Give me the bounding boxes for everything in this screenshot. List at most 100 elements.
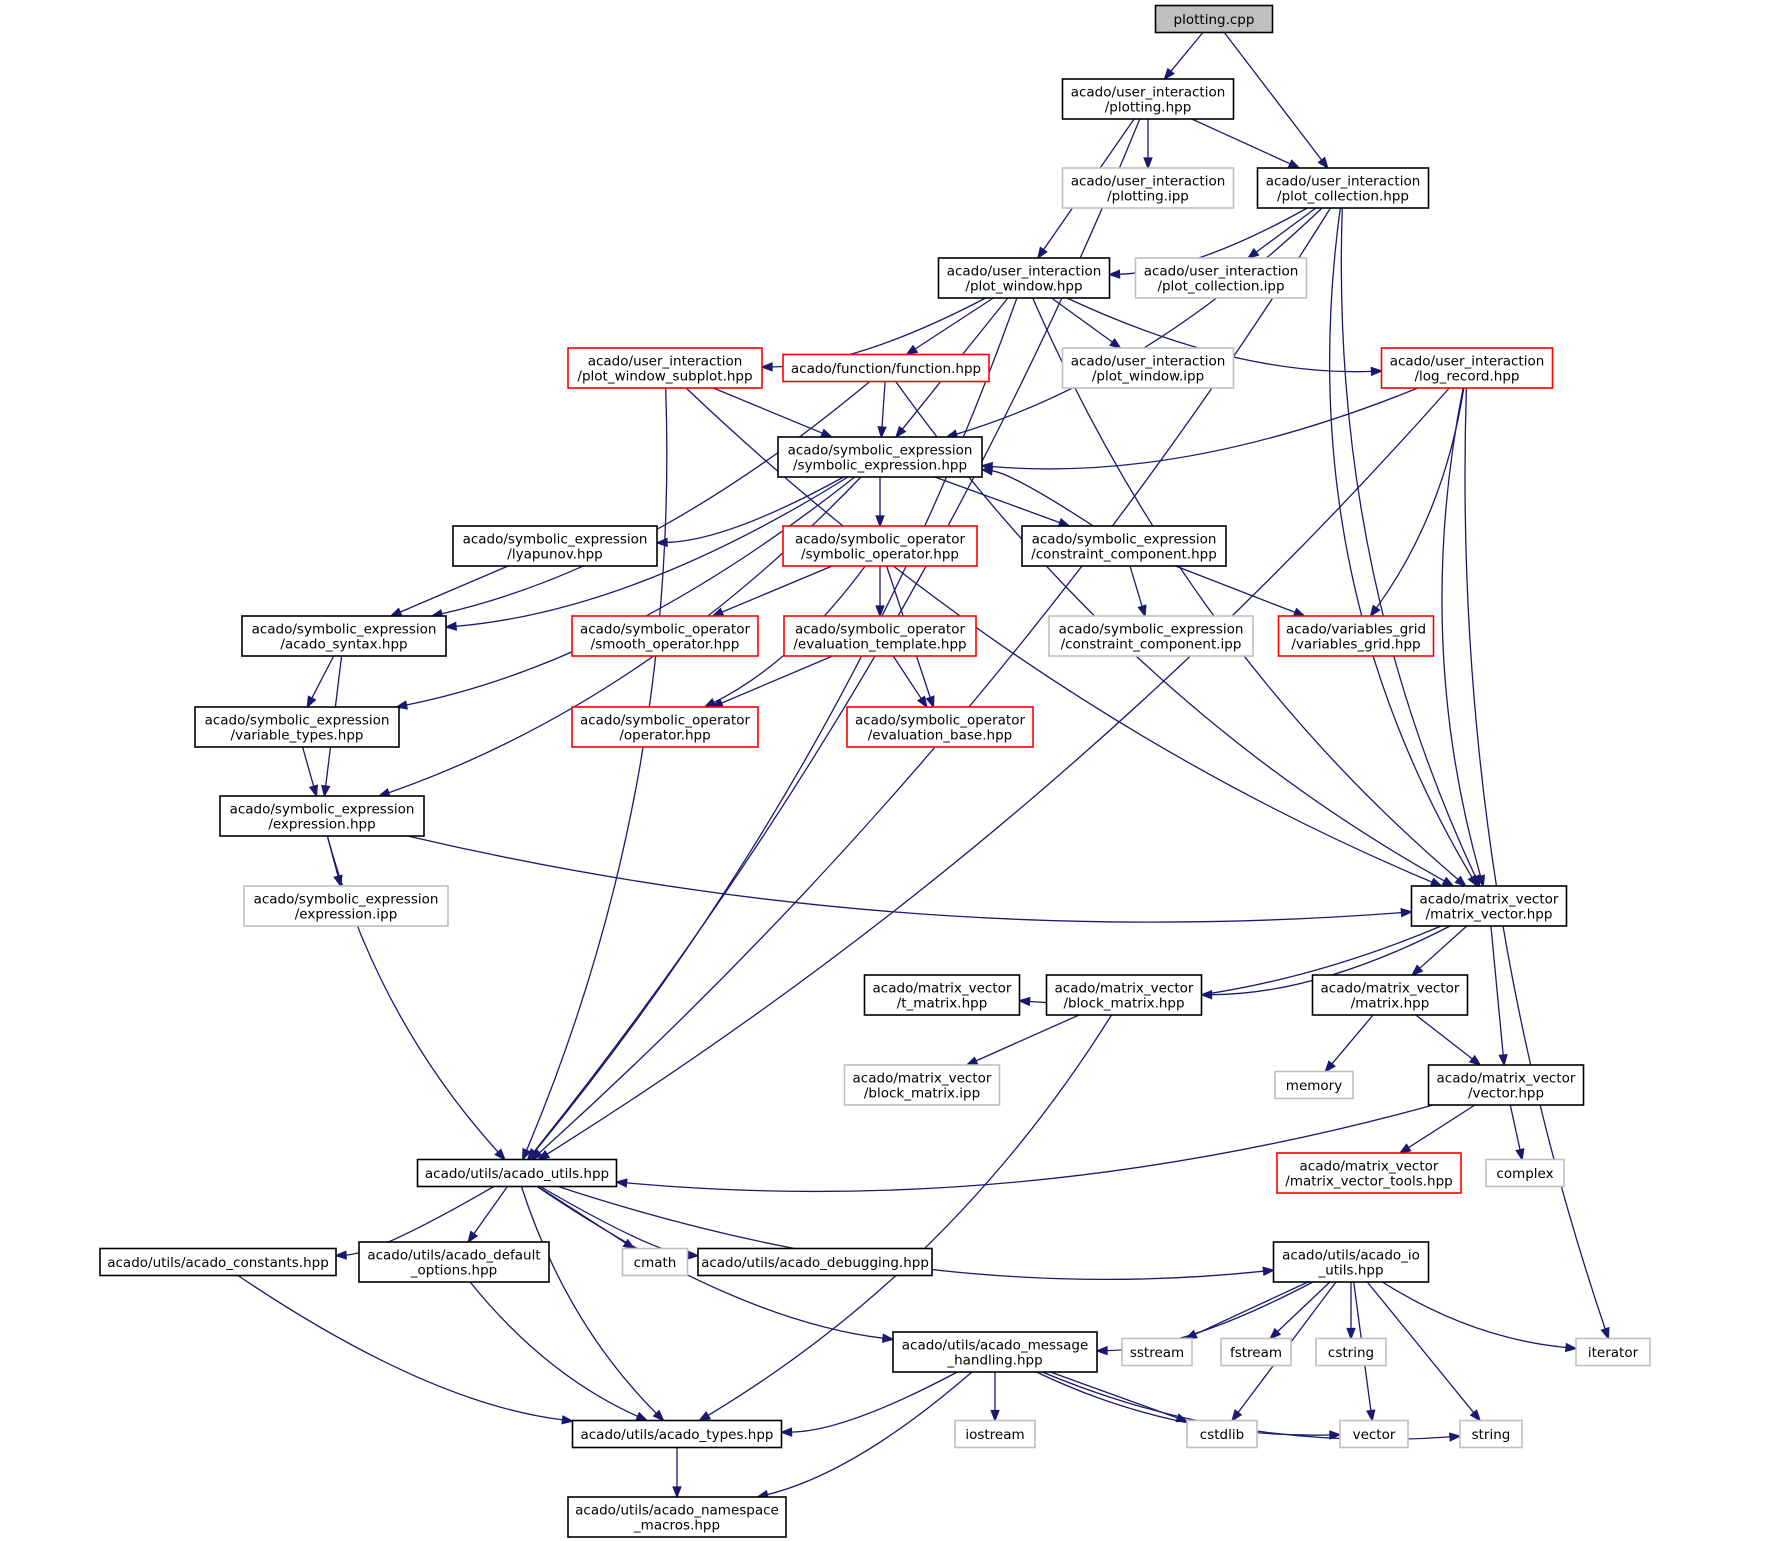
node-log-record-hpp[interactable]: acado/user_interaction/log_record.hpp (1380, 347, 1554, 389)
node-label: _macros.hpp (633, 1518, 720, 1534)
node-box (892, 1331, 1098, 1373)
node-plot-collection-hpp[interactable]: acado/user_interaction/plot_collection.h… (1256, 167, 1430, 209)
node-acado-message-handling-hpp[interactable]: acado/utils/acado_message_handling.hpp (892, 1331, 1098, 1373)
node-acado-default-options-hpp[interactable]: acado/utils/acado_default_options.hpp (358, 1241, 550, 1283)
node-box (243, 885, 449, 927)
edge-line (1036, 1371, 1331, 1436)
node-iterator[interactable]: iterator (1575, 1337, 1651, 1367)
node-expression-hpp[interactable]: acado/symbolic_expression/expression.hpp (219, 795, 425, 837)
node-acado-utils-hpp[interactable]: acado/utils/acado_utils.hpp (416, 1158, 618, 1188)
node-box (1410, 885, 1568, 927)
node-box (194, 706, 400, 748)
node-evaluation-base-hpp[interactable]: acado/symbolic_operator/evaluation_base.… (846, 706, 1034, 748)
edge-line (469, 1281, 639, 1417)
edge-evaluation_template_hpp-to-evaluation_base_hpp (892, 655, 928, 709)
arrowhead-icon (655, 537, 668, 548)
node-matrix-vector-tools-hpp[interactable]: acado/matrix_vector/matrix_vector_tools.… (1276, 1152, 1462, 1194)
node-label: /plot_collection.ipp (1157, 279, 1284, 295)
node-variables-grid-hpp[interactable]: acado/variables_grid/variables_grid.hpp (1277, 615, 1435, 657)
node-plot-collection-ipp[interactable]: acado/user_interaction/plot_collection.i… (1134, 257, 1308, 299)
node-label: acado/symbolic_operator (855, 713, 1026, 729)
edge-plot_collection_hpp-to-symbolic_expression_hpp (945, 207, 1323, 439)
node-acado-debugging-hpp[interactable]: acado/utils/acado_debugging.hpp (697, 1247, 933, 1277)
node-cmath[interactable]: cmath (621, 1247, 689, 1277)
node-label: /plotting.ipp (1107, 189, 1189, 205)
node-memory[interactable]: memory (1274, 1070, 1354, 1100)
node-plotting-ipp[interactable]: acado/user_interaction/plotting.ipp (1061, 167, 1235, 209)
arrowhead-icon (1036, 246, 1048, 260)
edge-line (1415, 1014, 1473, 1060)
node-symbolic-operator-hpp[interactable]: acado/symbolic_operator/symbolic_operato… (782, 525, 978, 567)
edge-line (1051, 297, 1113, 343)
edge-line (1194, 1281, 1309, 1335)
node-sstream[interactable]: sstream (1121, 1337, 1193, 1367)
node-plot-window-hpp[interactable]: acado/user_interaction/plot_window.hpp (937, 257, 1111, 299)
node-box (1121, 1337, 1193, 1367)
node-operator-hpp[interactable]: acado/symbolic_operator/operator.hpp (571, 706, 759, 748)
node-label: /expression.ipp (295, 907, 398, 923)
arrowhead-icon (1262, 1266, 1276, 1277)
arrowhead-icon (711, 607, 725, 617)
node-t-matrix-hpp[interactable]: acado/matrix_vector/t_matrix.hpp (863, 974, 1021, 1016)
node-label: acado/variables_grid (1286, 622, 1426, 638)
edge-acado_utils_hpp-to-acado_message_handling_hpp (536, 1185, 895, 1343)
node-constraint-component-hpp[interactable]: acado/symbolic_expression/constraint_com… (1021, 525, 1227, 567)
node-block-matrix-ipp[interactable]: acado/matrix_vector/block_matrix.ipp (843, 1064, 1001, 1106)
edge-root-to-plotting_hpp (1163, 32, 1204, 81)
node-label: acado/utils/acado_default (367, 1248, 540, 1264)
node-label: acado/utils/acado_namespace (575, 1503, 779, 1519)
node-cstring[interactable]: cstring (1315, 1337, 1387, 1367)
node-label: acado/function/function.hpp (791, 361, 981, 377)
node-acado-constants-hpp[interactable]: acado/utils/acado_constants.hpp (99, 1247, 337, 1277)
node-plot-window-ipp[interactable]: acado/user_interaction/plot_window.ipp (1061, 347, 1235, 389)
node-smooth-operator-hpp[interactable]: acado/symbolic_operator/smooth_operator.… (571, 615, 759, 657)
node-box (452, 525, 658, 567)
node-label: /matrix.hpp (1351, 996, 1430, 1012)
node-box (219, 795, 425, 837)
edge-acado_types_hpp-to-acado_namespace_macros_hpp (672, 1447, 682, 1499)
node-iostream[interactable]: iostream (954, 1419, 1036, 1449)
node-label: acado/matrix_vector (1300, 1159, 1439, 1175)
node-expression-ipp[interactable]: acado/symbolic_expression/expression.ipp (243, 885, 449, 927)
edge-expression_hpp-to-acado_utils_hpp (326, 835, 507, 1161)
arrowhead-icon (1564, 1342, 1578, 1353)
edge-function_hpp-to-acado_syntax_hpp (430, 381, 871, 619)
node-matrix-vector-hpp[interactable]: acado/matrix_vector/matrix_vector.hpp (1410, 885, 1568, 927)
node-complex[interactable]: complex (1485, 1158, 1565, 1188)
edge-line (721, 565, 833, 613)
node-vector-hpp[interactable]: acado/matrix_vector/vector.hpp (1427, 1064, 1585, 1106)
node-box (1134, 257, 1308, 299)
node-evaluation-template-hpp[interactable]: acado/symbolic_operator/evaluation_templ… (783, 615, 977, 657)
node-root[interactable]: plotting.cpp (1154, 4, 1274, 34)
node-plotting-hpp[interactable]: acado/user_interaction/plotting.hpp (1061, 78, 1235, 120)
node-lyapunov-hpp[interactable]: acado/symbolic_expression/lyapunov.hpp (452, 525, 658, 567)
node-label: /matrix_vector_tools.hpp (1285, 1174, 1452, 1190)
edge-log_record_hpp-to-acado_utils_hpp (537, 387, 1450, 1161)
node-function-hpp[interactable]: acado/function/function.hpp (782, 353, 990, 383)
node-acado-types-hpp[interactable]: acado/utils/acado_types.hpp (571, 1419, 783, 1449)
node-variable-types-hpp[interactable]: acado/symbolic_expression/variable_types… (194, 706, 400, 748)
node-symbolic-expression-hpp[interactable]: acado/symbolic_expression/symbolic_expre… (777, 436, 983, 478)
edge-line (1366, 1281, 1475, 1414)
node-box (1154, 4, 1274, 34)
node-acado-io-utils-hpp[interactable]: acado/utils/acado_io_utils.hpp (1272, 1241, 1430, 1283)
node-block-matrix-hpp[interactable]: acado/matrix_vector/block_matrix.hpp (1045, 974, 1203, 1016)
node-constraint-component-ipp[interactable]: acado/symbolic_expression/constraint_com… (1048, 615, 1254, 657)
edge-matrix_hpp-to-memory (1324, 1014, 1374, 1073)
node-string[interactable]: string (1459, 1419, 1523, 1449)
node-box (1061, 78, 1235, 120)
arrowhead-icon (875, 515, 885, 528)
node-box (241, 615, 447, 657)
node-plot-window-subplot-hpp[interactable]: acado/user_interaction/plot_window_subpl… (567, 347, 763, 389)
node-acado-namespace-macros-hpp[interactable]: acado/utils/acado_namespace_macros.hpp (567, 1496, 787, 1538)
node-fstream[interactable]: fstream (1220, 1337, 1292, 1367)
node-acado-syntax-hpp[interactable]: acado/symbolic_expression/acado_syntax.h… (241, 615, 447, 657)
node-matrix-hpp[interactable]: acado/matrix_vector/matrix.hpp (1311, 974, 1469, 1016)
edge-line (626, 1104, 1434, 1193)
node-box (1315, 1337, 1387, 1367)
node-cstdlib[interactable]: cstdlib (1186, 1419, 1258, 1449)
node-label: acado/symbolic_expression (252, 622, 437, 638)
node-vector[interactable]: vector (1339, 1419, 1409, 1449)
node-box (1575, 1337, 1651, 1367)
